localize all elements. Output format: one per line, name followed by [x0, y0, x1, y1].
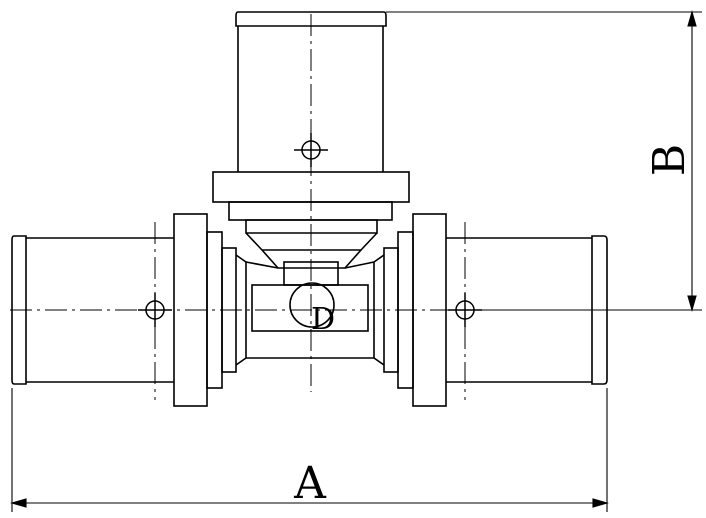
center-marks	[138, 133, 482, 327]
dimension-b-label: B	[644, 144, 695, 176]
center-lines	[10, 14, 700, 400]
port-d-label: D	[311, 302, 335, 337]
dimension-a-label: A	[293, 458, 327, 509]
left-pipe	[11, 235, 174, 385]
right-pipe	[446, 235, 608, 385]
top-sleeve	[235, 11, 387, 172]
dimension-a	[9, 388, 610, 512]
